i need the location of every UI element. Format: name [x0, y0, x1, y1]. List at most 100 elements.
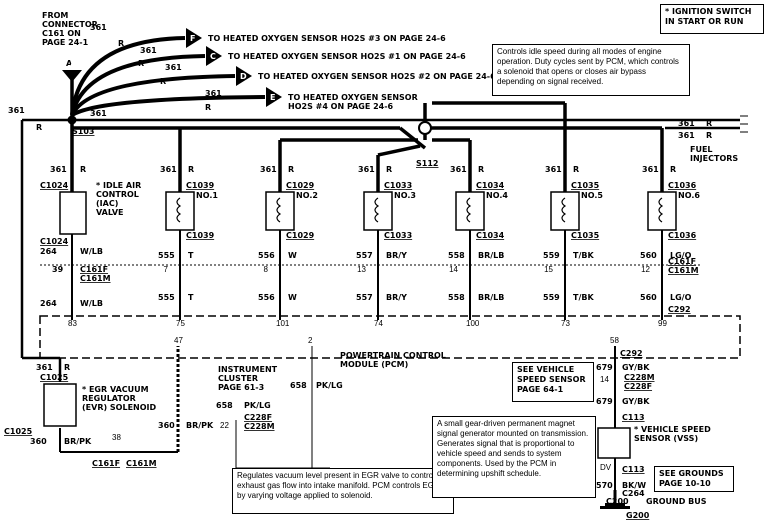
- wire-r-label: R: [36, 123, 42, 132]
- iac-valve-symbol: [59, 191, 87, 235]
- c161m-label-right: C161M: [668, 266, 699, 275]
- vss-wire-number: 679: [596, 363, 613, 372]
- vss-pin: 14: [600, 375, 609, 384]
- injector-3-wire-361: 361: [358, 165, 375, 174]
- injector-4-symbol: [455, 191, 485, 231]
- vss-c113-top: C113: [622, 413, 645, 422]
- injector-6-connector: C1036: [668, 181, 697, 190]
- vss-c113-bottom: C113: [622, 465, 645, 474]
- injector-2-pin: 8: [264, 265, 269, 274]
- cluster-wire-color: PK/LG: [244, 401, 271, 410]
- injector-6-symbol: [647, 191, 677, 231]
- wire-r-label: R: [706, 131, 712, 140]
- injector-2-wire-361: 361: [260, 165, 277, 174]
- vss-ground-color: BK/W: [622, 481, 646, 490]
- injector-coil-icon: [658, 197, 664, 223]
- vss-wire-color: GY/BK: [622, 363, 650, 372]
- injector-5-wire-color: T/BK: [573, 251, 594, 260]
- vss-wire-number-lower: 679: [596, 397, 613, 406]
- arrow-f: [186, 28, 202, 48]
- injector-6-pin: 12: [641, 265, 650, 274]
- c161f-label-right: C161F: [668, 257, 696, 266]
- pcm-pin-iac: 83: [68, 319, 77, 328]
- wire-r-label: R: [138, 59, 144, 68]
- arrow-letter-f: F: [190, 34, 195, 43]
- evr-note: Regulates vacuum level present in EGR va…: [232, 468, 454, 514]
- injector-1-wire-r: R: [188, 165, 194, 174]
- iac-pin: 39: [52, 265, 64, 274]
- iac-top-connector: C1024: [40, 181, 69, 190]
- injector-4-wire-color: BR/LB: [478, 251, 504, 260]
- iac-wire-361: 361: [50, 165, 67, 174]
- injector-1-wire-color-bottom: T: [188, 293, 194, 302]
- injector-6-connector-bottom: C1036: [668, 231, 697, 240]
- injector-3-wire-number-bottom: 557: [356, 293, 373, 302]
- arrow-e: [266, 87, 282, 107]
- injector-5-wire-number: 559: [543, 251, 560, 260]
- injector-2-connector-bottom: C1029: [286, 231, 315, 240]
- connector-a: A: [66, 59, 73, 68]
- injector-4-wire-number-bottom: 558: [448, 293, 465, 302]
- wire-r-label: R: [205, 103, 211, 112]
- vss-c228f: C228F: [624, 382, 652, 391]
- arrow-c: [206, 46, 222, 66]
- injector-3-connector: C1033: [384, 181, 412, 190]
- injector-1-wire-number-bottom: 555: [158, 293, 175, 302]
- injector-coil-icon: [374, 197, 380, 223]
- injector-4-wire-number: 558: [448, 251, 465, 260]
- c161f-label: C161F: [80, 265, 108, 274]
- cluster-c228m: C228M: [244, 422, 275, 431]
- iac-wire-color: W/LB: [80, 247, 103, 256]
- injector-3-wire-number: 557: [356, 251, 373, 260]
- injector-1-pin: 7: [164, 265, 169, 274]
- injector-4-pin: 14: [449, 265, 458, 274]
- wire-r-label: R: [160, 77, 166, 86]
- pcm-pin-injector-4: 100: [466, 319, 480, 328]
- injector-3-name: NO.3: [394, 191, 416, 200]
- vss-c292: C292: [620, 349, 643, 358]
- vss-dv: DV: [600, 463, 612, 472]
- evr-wire-r: R: [64, 363, 70, 372]
- cluster-pcm-wire-number: 658: [290, 381, 307, 390]
- injector-5-wire-r: R: [573, 165, 579, 174]
- wire-361-label: 361: [205, 89, 222, 98]
- injector-6-wire-color: LG/O: [670, 251, 692, 260]
- injector-2-wire-number-bottom: 556: [258, 293, 275, 302]
- vss-c228m: C228M: [624, 373, 655, 382]
- wire-361-label: 361: [140, 46, 157, 55]
- injector-5-connector-bottom: C1035: [571, 231, 600, 240]
- iac-wire-number-bottom: 264: [40, 299, 57, 308]
- wire-361-label: 361: [8, 106, 25, 115]
- wire-r-label: R: [706, 119, 712, 128]
- c200-label: C200: [606, 497, 629, 506]
- pcm-pin-47: 47: [174, 336, 183, 345]
- injector-5-wire-361: 361: [545, 165, 562, 174]
- injector-4-connector: C1034: [476, 181, 505, 190]
- evr-c161f: C161F: [92, 459, 120, 468]
- injector-3-pin: 13: [357, 265, 366, 274]
- iac-bottom-connector: C1024: [40, 237, 69, 246]
- evr-bottom-connector: C1025: [4, 427, 33, 436]
- cluster-pcm-wire-color: PK/LG: [316, 381, 343, 390]
- arrow-destination-c: TO HEATED OXYGEN SENSOR HO2S #1 ON PAGE …: [228, 52, 466, 61]
- evr-wire-number: 360: [30, 437, 47, 446]
- injector-1-wire-number: 555: [158, 251, 175, 260]
- g200-label: G200: [626, 511, 650, 520]
- injector-6-wire-number: 560: [640, 251, 657, 260]
- pcm-pin-injector-6: 99: [658, 319, 667, 328]
- injector-1-connector-bottom: C1039: [186, 231, 215, 240]
- injector-1-wire-color: T: [188, 251, 194, 260]
- pcm-pin-injector-2: 101: [276, 319, 290, 328]
- wire-361-label: 361: [90, 109, 107, 118]
- injector-2-wire-r: R: [288, 165, 294, 174]
- injector-5-wire-number-bottom: 559: [543, 293, 560, 302]
- pcm-pin-injector-1: 75: [176, 319, 185, 328]
- iac-wire-number: 264: [40, 247, 57, 256]
- c161m-label: C161M: [80, 274, 111, 283]
